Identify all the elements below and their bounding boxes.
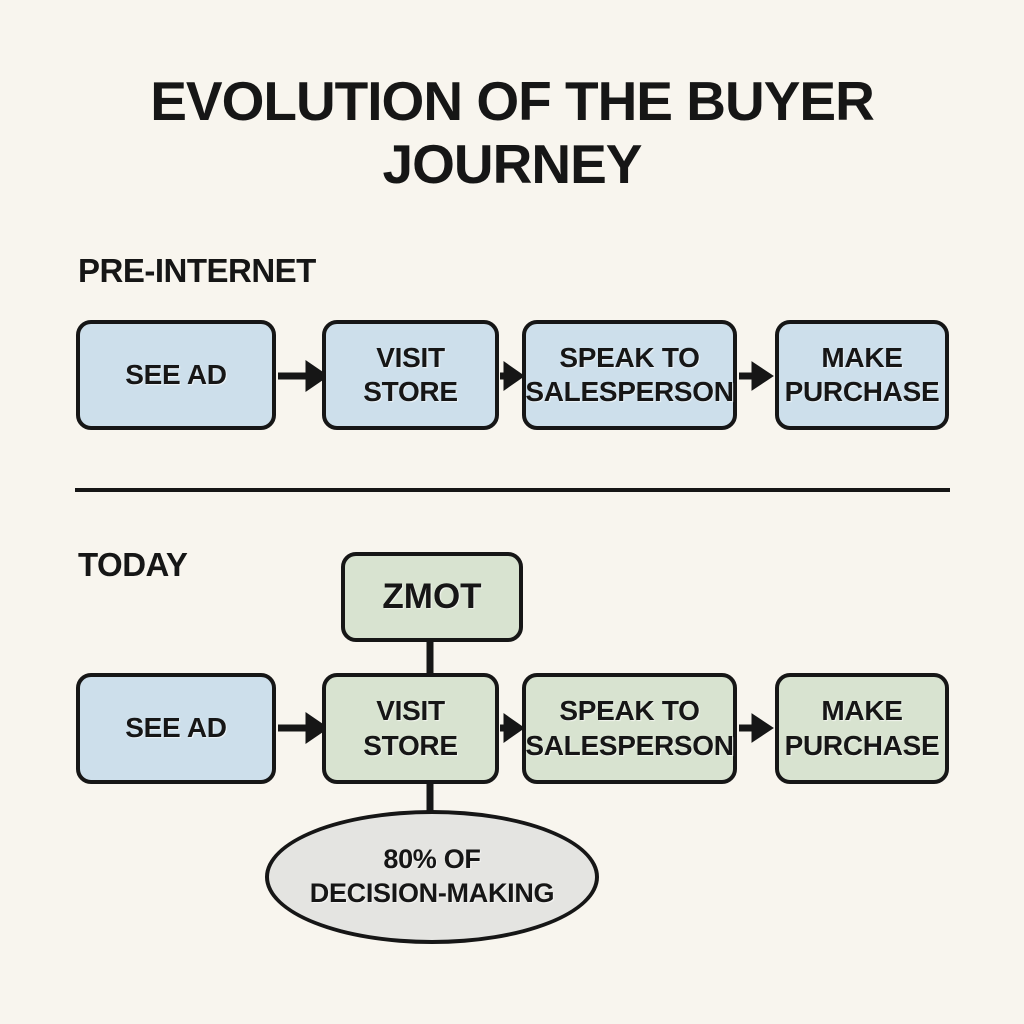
- step-label: VISIT: [376, 695, 445, 727]
- ellipse-label-line1: 80% OF: [383, 844, 481, 875]
- today-step-make-purchase: MAKE PURCHASE: [775, 673, 949, 784]
- today-step-visit-store: VISIT STORE: [322, 673, 499, 784]
- step-label: PURCHASE: [784, 729, 940, 761]
- section-label-pre-internet: PRE-INTERNET: [78, 252, 316, 289]
- step-label: SALESPERSON: [525, 376, 734, 407]
- step-label: MAKE: [821, 341, 903, 373]
- today-step-speak-to-salesperson: SPEAK TO SALESPERSON: [522, 673, 737, 784]
- arrow-row1-3-head: [751, 361, 774, 391]
- section-label-today: TODAY: [78, 546, 188, 583]
- step-label: STORE: [363, 729, 458, 761]
- step-label: SEE AD: [125, 712, 227, 744]
- step-label: PURCHASE: [784, 376, 940, 407]
- step-label: SPEAK TO: [559, 695, 700, 727]
- today-step-see-ad: SEE AD: [76, 673, 276, 784]
- step-label: VISIT: [376, 341, 445, 373]
- zmot-label: ZMOT: [382, 576, 482, 616]
- page-title-line1: EVOLUTION OF THE BUYER: [150, 70, 875, 132]
- step-label: SEE AD: [125, 358, 227, 390]
- pre-internet-step-visit-store: VISIT STORE: [322, 320, 499, 430]
- page-title: EVOLUTION OF THE BUYER JOURNEY: [0, 70, 1024, 195]
- pre-internet-step-make-purchase: MAKE PURCHASE: [775, 320, 949, 430]
- arrow-row1-2-head: [503, 361, 525, 391]
- ellipse-label-line2: DECISION-MAKING: [309, 878, 555, 908]
- step-label: SALESPERSON: [525, 729, 734, 761]
- pre-internet-step-speak-to-salesperson: SPEAK TO SALESPERSON: [522, 320, 737, 430]
- page-title-line2: JOURNEY: [382, 132, 643, 195]
- arrow-row2-2-head: [503, 713, 525, 743]
- zmot-box: ZMOT: [341, 552, 523, 642]
- step-label: MAKE: [821, 695, 903, 727]
- decision-making-ellipse: 80% OF DECISION-MAKING: [265, 810, 599, 944]
- step-label: SPEAK TO: [559, 341, 700, 373]
- arrow-row2-3-head: [751, 713, 774, 743]
- pre-internet-step-see-ad: SEE AD: [76, 320, 276, 430]
- step-label: STORE: [363, 376, 458, 407]
